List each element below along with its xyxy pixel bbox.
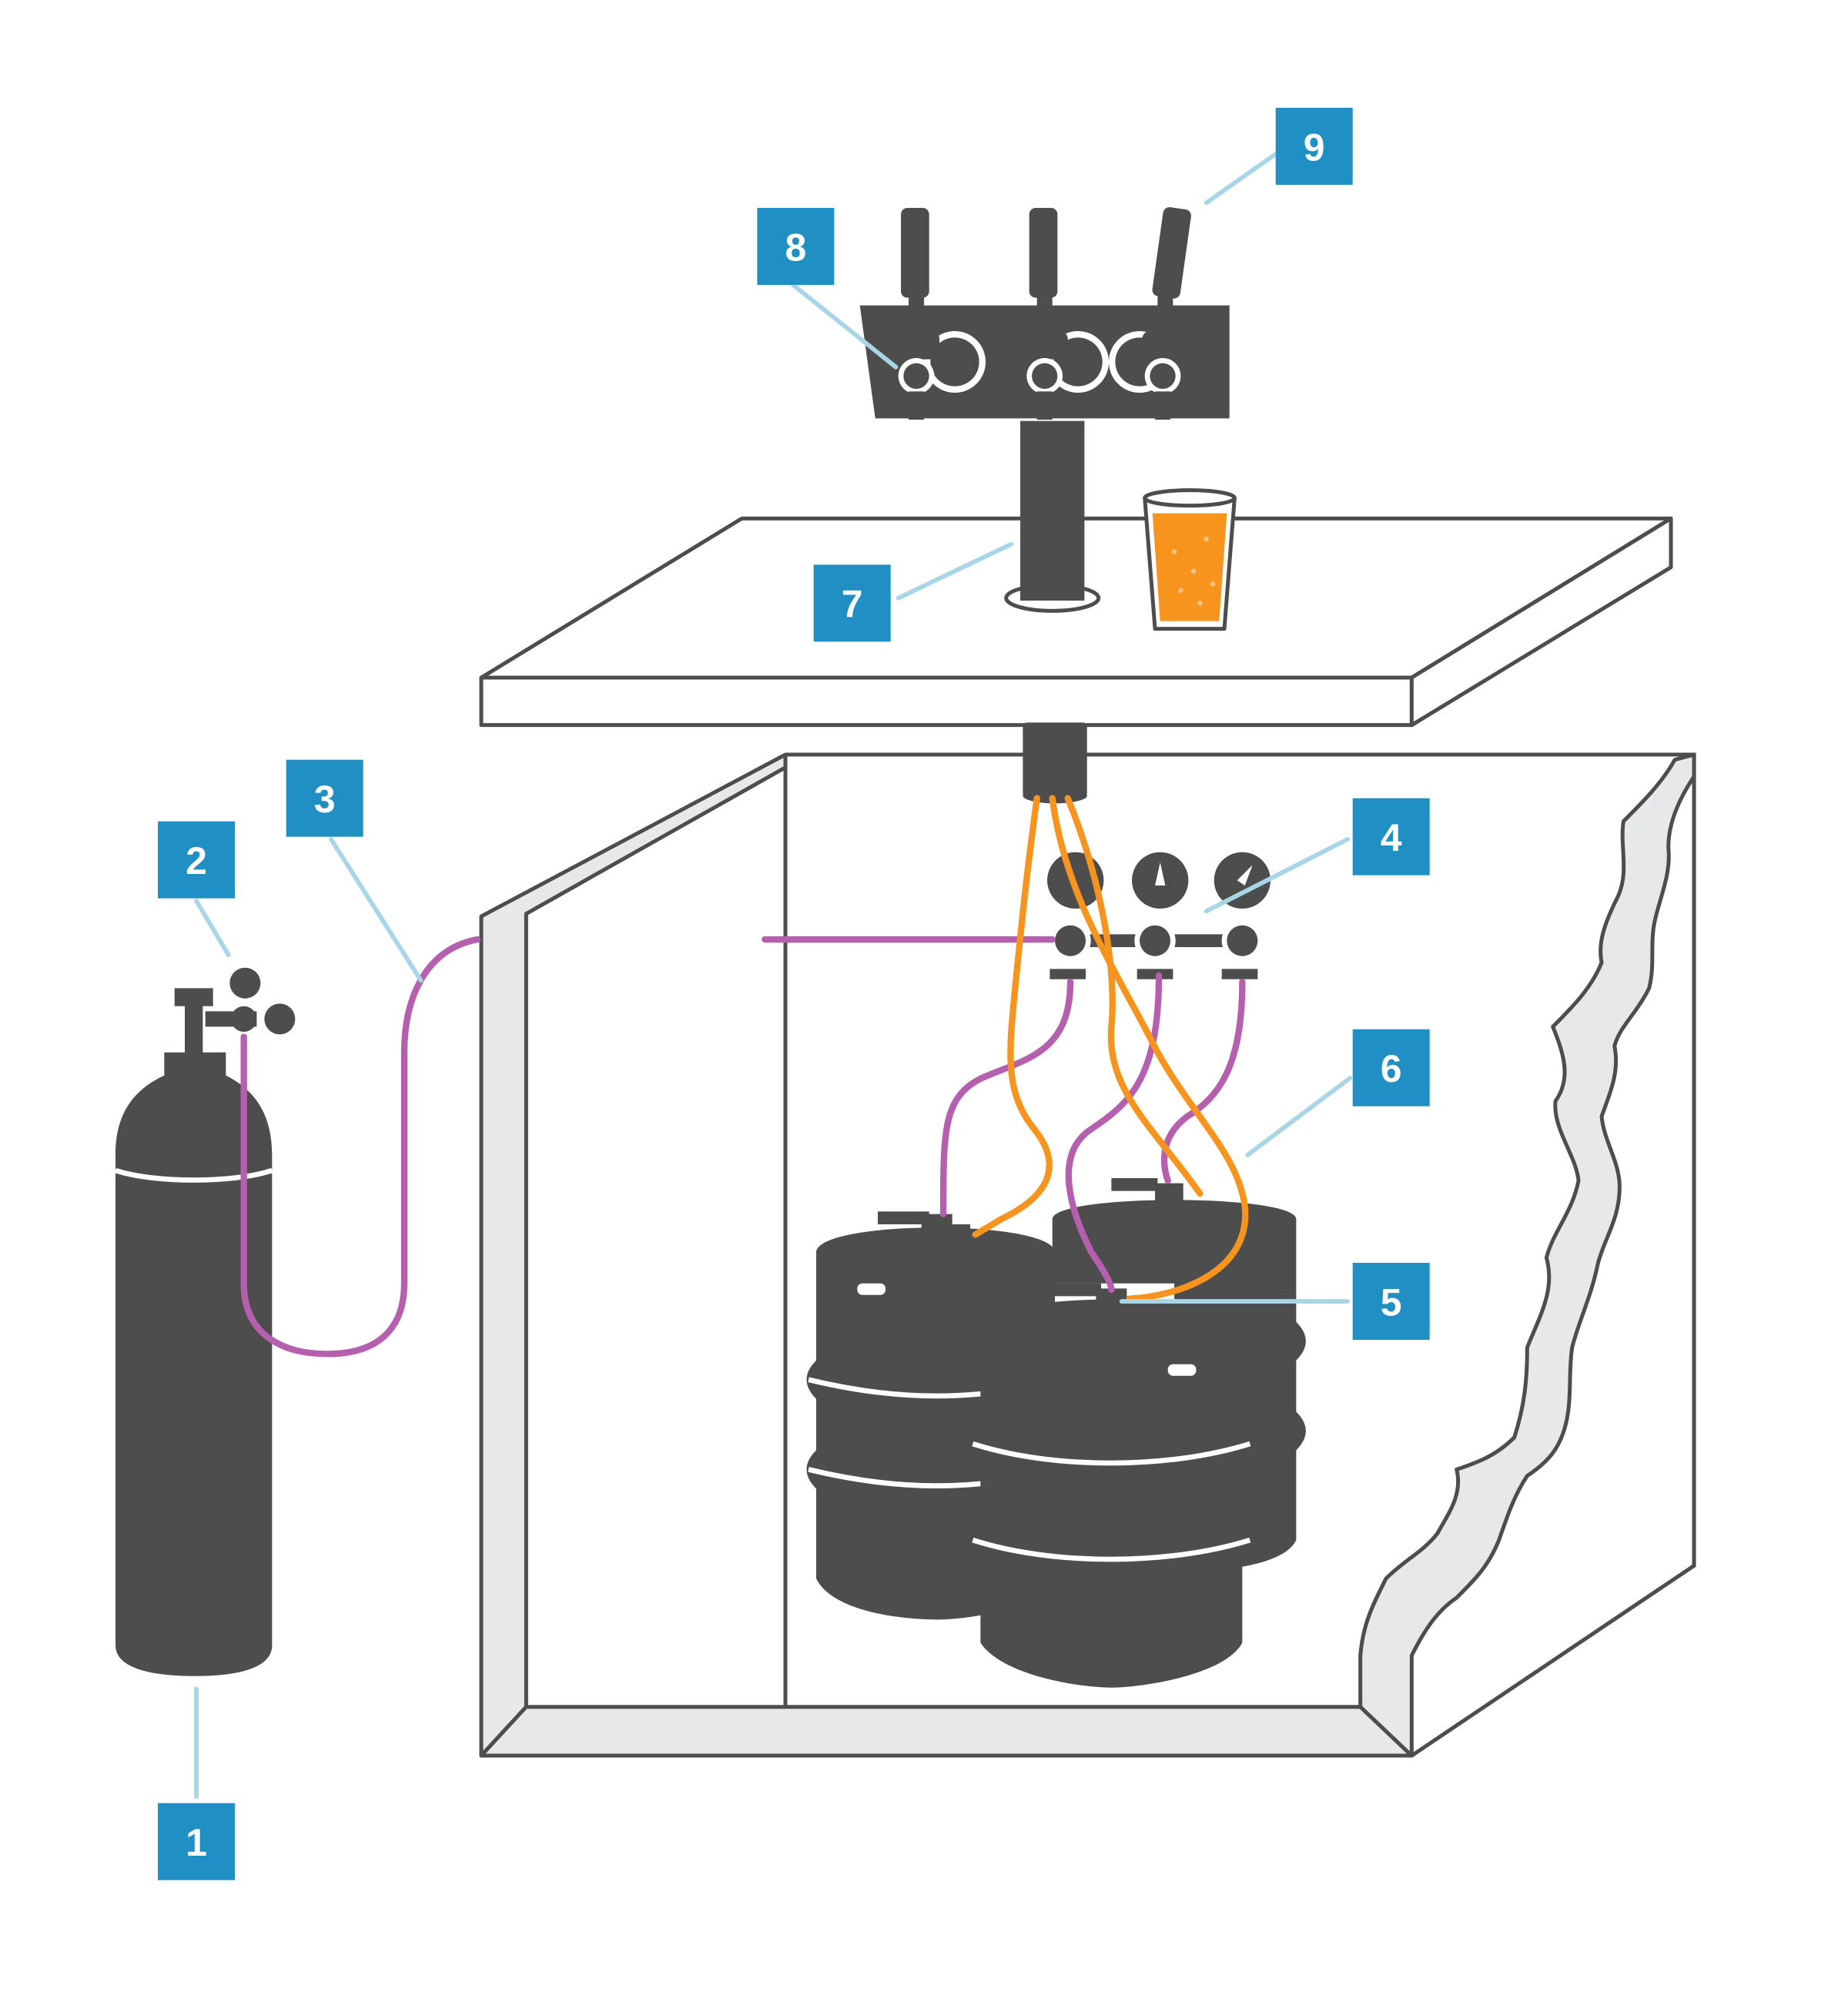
callout-6-label: 6 xyxy=(1381,1047,1402,1090)
leader-4 xyxy=(1204,837,1350,914)
callout-1: 1 xyxy=(158,1803,236,1880)
leader-6 xyxy=(1245,1076,1353,1157)
tap-tower xyxy=(859,207,1230,804)
callout-4: 4 xyxy=(1352,798,1430,875)
beer-glass xyxy=(1143,488,1237,631)
leader-3 xyxy=(329,837,424,983)
callout-6: 6 xyxy=(1352,1029,1430,1106)
callout-9: 9 xyxy=(1275,108,1353,186)
manifold-valve-3 xyxy=(1214,852,1271,979)
manifold-valve-2 xyxy=(1132,852,1189,979)
faucet-left xyxy=(893,208,986,420)
callout-2-label: 2 xyxy=(186,839,207,882)
callout-3: 3 xyxy=(286,759,363,837)
callout-5-label: 5 xyxy=(1381,1281,1402,1324)
keg-front xyxy=(970,1283,1252,1688)
callout-8-label: 8 xyxy=(785,226,806,269)
leader-2 xyxy=(194,899,231,957)
leader-9 xyxy=(1204,152,1278,206)
callout-9-label: 9 xyxy=(1304,126,1325,169)
gas-manifold xyxy=(1047,852,1271,979)
beer-lines xyxy=(972,795,1249,1302)
callout-1-label: 1 xyxy=(186,1821,207,1864)
faucet-right xyxy=(1109,207,1191,420)
cabinet-cutaway-edge xyxy=(1358,752,1696,1758)
callout-7: 7 xyxy=(813,564,891,642)
callout-5: 5 xyxy=(1352,1263,1430,1341)
callout-4-label: 4 xyxy=(1381,816,1402,859)
leader-lines xyxy=(194,152,1353,1799)
leader-8 xyxy=(791,283,899,370)
leader-7 xyxy=(896,541,1014,601)
cabinet xyxy=(479,752,1696,1758)
callout-3-label: 3 xyxy=(314,778,336,821)
faucet-middle xyxy=(1021,208,1110,420)
callout-2: 2 xyxy=(158,821,236,899)
callout-8: 8 xyxy=(757,208,835,286)
cabinet-floor xyxy=(479,1705,1414,1758)
cabinet-left-wall xyxy=(479,752,788,1758)
co2-tank xyxy=(114,967,296,1676)
callout-7-label: 7 xyxy=(842,583,863,626)
